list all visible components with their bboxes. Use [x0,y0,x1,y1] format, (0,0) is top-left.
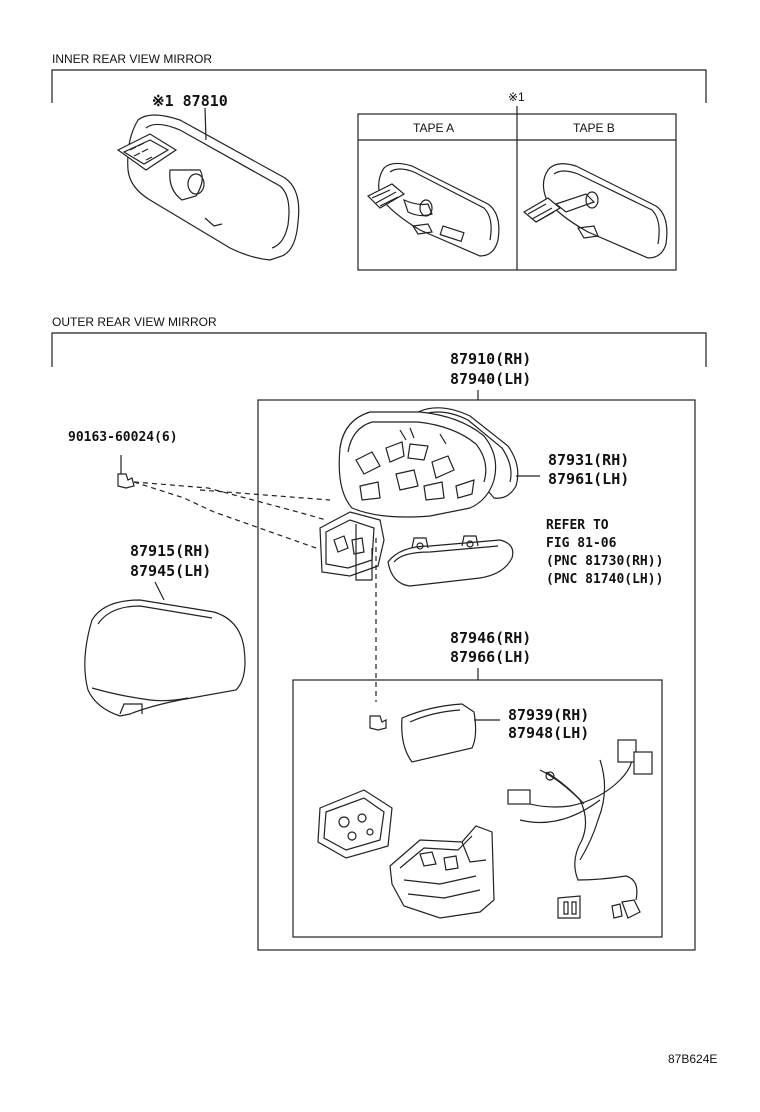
actuator-base-drawing [317,789,393,859]
assembly-part-rh: 87910(RH) [450,350,532,368]
cover-part-rh: 87915(RH) [130,542,212,560]
section-title-inner: INNER REAR VIEW MIRROR [52,52,213,66]
bracket-drawing [401,703,500,763]
inner-mirror-part-number: ※1 87810 [152,92,228,110]
tape-b-mirror-drawing [522,163,668,259]
tape-b-header: TAPE B [573,121,615,135]
connector-clip-drawing [557,895,581,919]
wire-harness-drawing [507,739,653,919]
sub-assembly-part-lh: 87966(LH) [450,648,532,666]
refer-line-4: (PNC 81740(LH)) [546,572,664,587]
small-screw-drawing [369,715,387,731]
sub-assembly-part-rh: 87946(RH) [450,629,532,647]
dashed-leaders [133,481,377,702]
mirror-base-drawing [319,511,385,581]
mirror-cover-drawing [84,581,246,717]
sub-assembly-frame [292,668,663,938]
mirror-glass-part-lh: 87961(LH) [548,470,630,488]
motor-unit-drawing [389,825,495,919]
section-title-outer: OUTER REAR VIEW MIRROR [52,315,217,329]
refer-line-2: FIG 81-06 [546,536,617,551]
figure-id: 87B624E [668,1052,718,1066]
tape-table-ref-mark: ※1 [508,90,525,104]
assembly-part-lh: 87940(LH) [450,370,532,388]
bracket-part-rh: 87939(RH) [508,706,590,724]
refer-line-1: REFER TO [546,518,609,533]
tape-table [357,106,677,271]
refer-line-3: (PNC 81730(RH)) [546,554,664,569]
cover-part-lh: 87945(LH) [130,562,212,580]
tape-a-header: TAPE A [413,121,455,135]
outer-section-bracket [51,332,707,367]
bracket-part-lh: 87948(LH) [508,724,590,742]
screw-part-number: 90163-60024(6) [68,430,178,445]
inner-mirror-drawing [116,107,300,261]
screw-drawing [117,455,135,489]
tape-a-mirror-drawing [366,162,500,257]
assembly-frame [257,390,696,951]
mirror-housing-drawing [338,411,497,518]
inner-section-bracket [51,69,707,103]
mirror-glass-part-rh: 87931(RH) [548,451,630,469]
turn-signal-drawing [387,535,514,587]
